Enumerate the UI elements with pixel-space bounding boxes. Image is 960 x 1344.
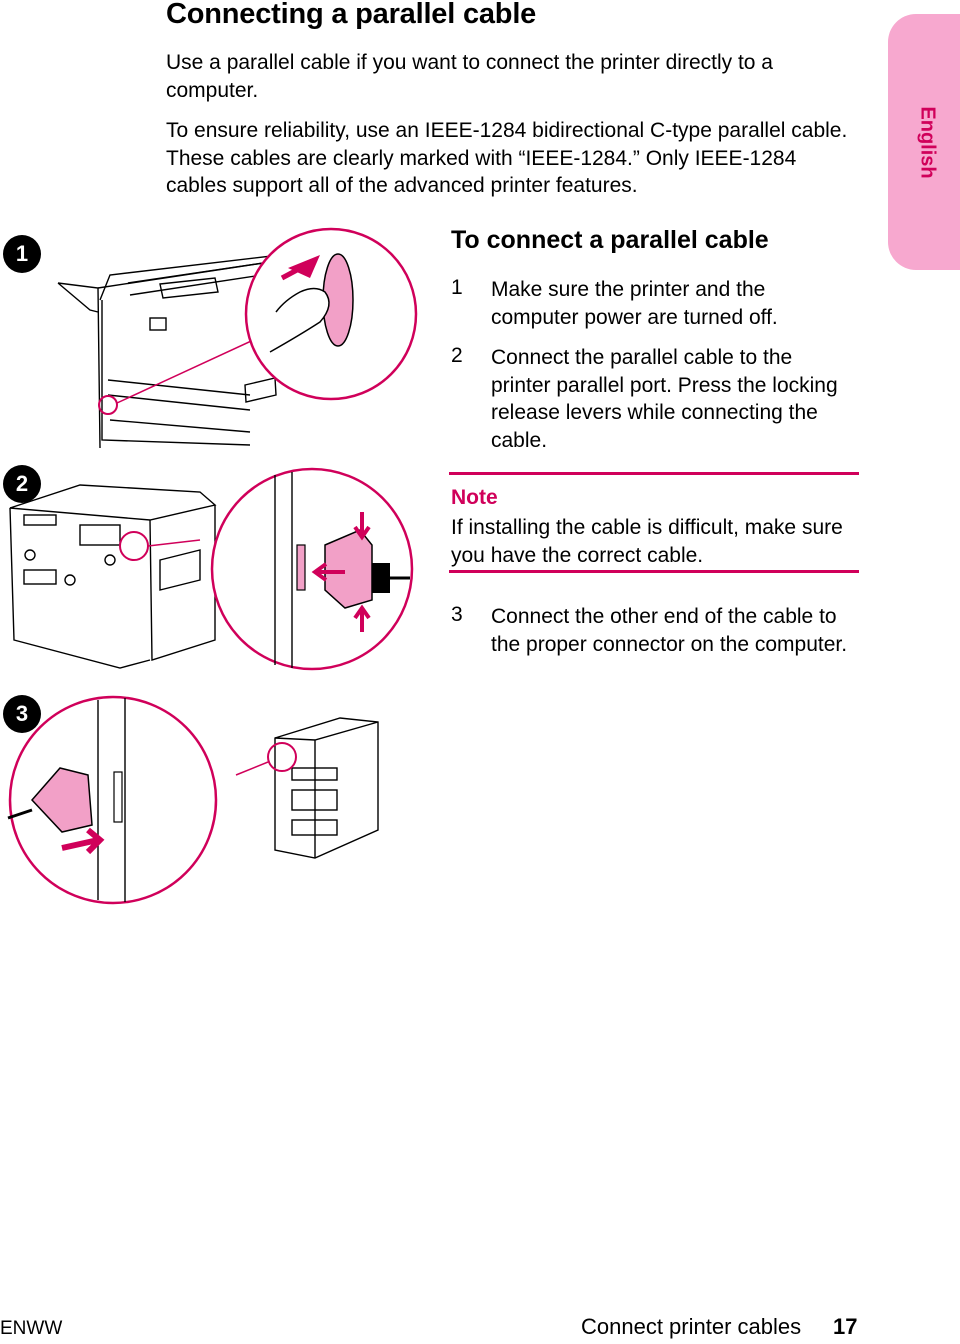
- figure-callout-2: 2: [3, 465, 41, 503]
- power-button-magnifier: [244, 227, 418, 401]
- step-number: 2: [451, 344, 463, 367]
- step-number: 3: [451, 603, 463, 626]
- cable-port-magnifier: [7, 695, 218, 905]
- step-number: 1: [451, 276, 463, 299]
- intro-paragraph: Use a parallel cable if you want to conn…: [166, 51, 773, 102]
- parallel-port-magnifier: [210, 467, 414, 671]
- note-text: If installing the cable is difficult, ma…: [451, 516, 843, 567]
- computer-illustration: [235, 717, 379, 859]
- figure-callout-1: 1: [3, 235, 41, 273]
- step-text: Make sure the printer and the computer p…: [491, 278, 778, 329]
- page-title: Connecting a parallel cable: [166, 0, 537, 30]
- step-text: Connect the other end of the cable to th…: [491, 605, 848, 656]
- procedure-heading: To connect a parallel cable: [451, 226, 769, 254]
- reliability-paragraph: To ensure reliability, use an IEEE-1284 …: [166, 119, 848, 197]
- language-tab: [888, 14, 960, 270]
- note-label: Note: [451, 486, 498, 509]
- note-top-rule: [449, 472, 859, 475]
- note-bottom-rule: [449, 570, 859, 573]
- figure-callout-3: 3: [3, 695, 41, 733]
- footer-section-title: Connect printer cables: [581, 1314, 802, 1339]
- page-number: 17: [833, 1314, 858, 1339]
- footer-document-id: ENWW: [0, 1318, 63, 1339]
- printer-back-illustration: [9, 484, 217, 669]
- step-text: Connect the parallel cable to the printe…: [491, 346, 838, 452]
